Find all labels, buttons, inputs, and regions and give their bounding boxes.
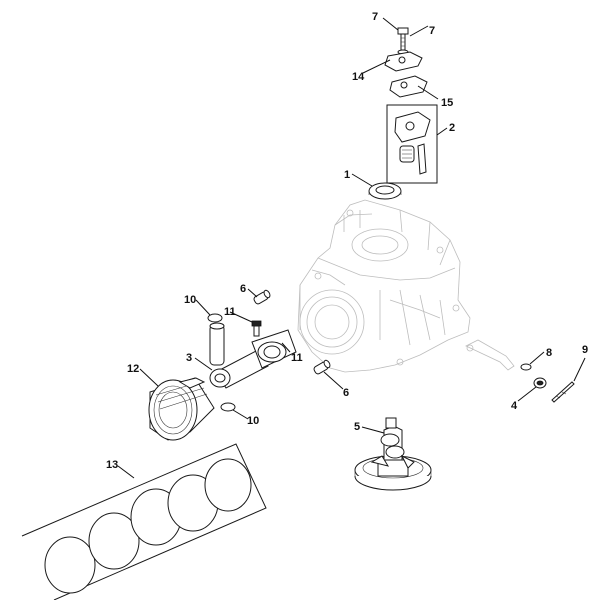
callout-14: 14	[352, 71, 365, 83]
callout-15: 15	[441, 97, 453, 109]
part-14-plate	[384, 51, 423, 72]
callout-1: 1	[344, 169, 350, 181]
governor-shaft	[465, 339, 515, 371]
callout-11-left: 11	[224, 306, 236, 318]
part-6-dowel-pin	[313, 359, 331, 375]
part-6-dowel-pin	[253, 289, 271, 305]
callout-2: 2	[449, 122, 455, 134]
part-8-washer	[520, 363, 532, 371]
part-9-pin	[551, 381, 575, 403]
callout-3: 3	[186, 352, 192, 364]
part-5-camshaft	[354, 417, 432, 491]
callout-9: 9	[582, 344, 588, 356]
part-2-kit-box	[386, 104, 438, 184]
callout-13: 13	[106, 459, 118, 471]
callout-10-lower: 10	[247, 415, 259, 427]
callout-12: 12	[127, 363, 139, 375]
part-13-ring-set	[21, 443, 267, 600]
callout-5: 5	[354, 421, 360, 433]
part-11-rod-bolt	[251, 320, 262, 337]
part-12-piston	[148, 377, 215, 441]
callout-labels: 7 7 14 15 2 1 6 10 11 3 11 12 6 10 8 9 4…	[106, 11, 588, 471]
part-wrist-pin	[209, 322, 225, 366]
part-1-oil-seal	[368, 182, 402, 200]
callout-10-upper: 10	[184, 294, 196, 306]
part-3-connecting-rod	[209, 329, 297, 389]
callout-4: 4	[511, 400, 518, 412]
callout-7-left: 7	[372, 11, 378, 23]
callout-7-right: 7	[429, 25, 435, 37]
part-10-circlip	[220, 402, 236, 412]
callout-6-lower: 6	[343, 387, 349, 399]
part-15-plate	[389, 75, 428, 98]
part-4-seal	[533, 377, 547, 389]
callout-11-right: 11	[291, 352, 303, 364]
part-10-circlip	[207, 313, 223, 323]
callout-6-upper: 6	[240, 283, 246, 295]
crankcase-housing	[297, 199, 471, 373]
leader-lines	[117, 17, 586, 479]
part-7-bolt	[397, 27, 409, 51]
callout-8: 8	[546, 347, 552, 359]
